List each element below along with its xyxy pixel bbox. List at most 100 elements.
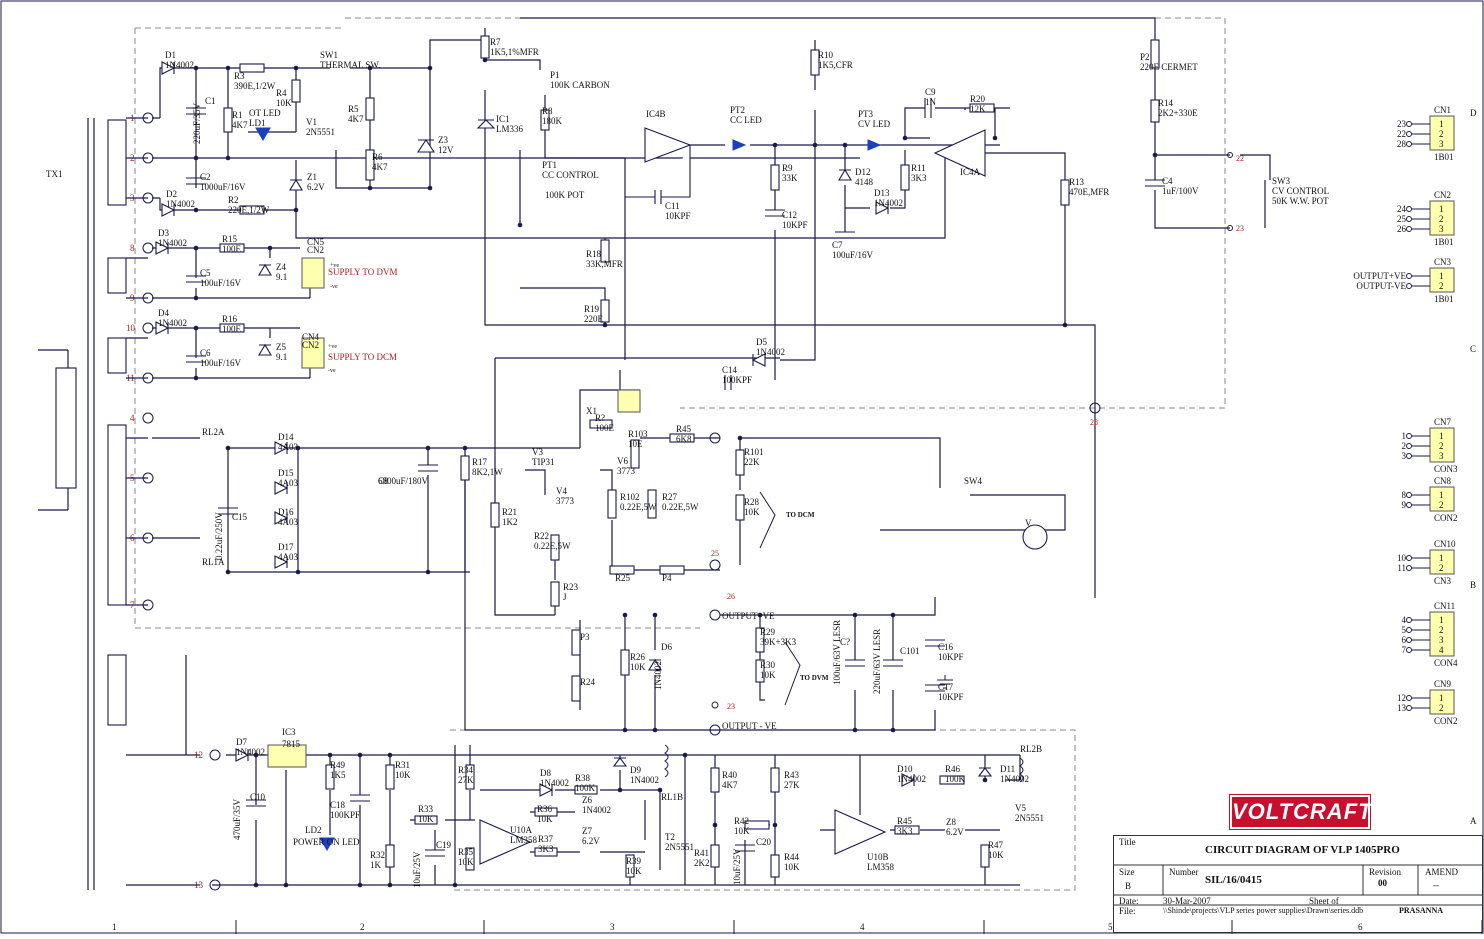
connector-pin-label: 26 bbox=[1397, 224, 1407, 234]
tap-terminal bbox=[142, 242, 154, 254]
label-cn4-value: CN2 bbox=[302, 340, 319, 350]
connector-pin-label: 12 bbox=[1397, 693, 1406, 703]
label-r13-value: 470E,MFR bbox=[1069, 187, 1109, 197]
node-28-label: 28 bbox=[1090, 418, 1098, 427]
label-c17-value: 10KPF bbox=[938, 692, 964, 702]
connector-id: CN10 bbox=[1434, 539, 1456, 549]
label-r18-value: 33K,MFR bbox=[586, 259, 623, 269]
label-t2-value: 2N5551 bbox=[665, 842, 694, 852]
label-c16: C16 bbox=[938, 642, 954, 652]
connector-pin-label: 23 bbox=[1397, 119, 1407, 129]
label-c18: C18 bbox=[330, 800, 346, 810]
connector-pin-label: OUTPUT+VE bbox=[1353, 271, 1406, 281]
label-v3: V3 bbox=[532, 447, 543, 457]
label-v4: V4 bbox=[556, 486, 567, 496]
label-rl2a: RL2A bbox=[202, 427, 225, 437]
connector-pin-label: 28 bbox=[1397, 139, 1407, 149]
label-d14: D14 bbox=[278, 432, 294, 442]
connector-pin-label: 25 bbox=[1397, 214, 1407, 224]
label-ic1: IC1 bbox=[496, 114, 510, 124]
label-u10a-value: LM358 bbox=[510, 835, 538, 845]
row-marker-right: D bbox=[1470, 108, 1477, 118]
connector-pin-number: 3 bbox=[1439, 635, 1444, 645]
label-c16-value: 10KPF bbox=[938, 652, 964, 662]
label-z7: Z7 bbox=[582, 826, 592, 836]
label-d1: D1 bbox=[165, 50, 176, 60]
tap-terminal bbox=[142, 322, 154, 334]
connector-pin-label: OUTPUT-VE bbox=[1356, 281, 1406, 291]
label-d17: D17 bbox=[278, 542, 294, 552]
node-25-label: 25 bbox=[711, 549, 719, 558]
voltcraft-logo: VOLTCRAFT bbox=[1230, 795, 1372, 829]
label-z8: Z8 bbox=[946, 817, 956, 827]
label-c2: C2 bbox=[200, 172, 211, 182]
label-r102: R102 bbox=[620, 492, 640, 502]
label-r18: R18 bbox=[586, 249, 602, 259]
label-z8-value: 6.2V bbox=[946, 827, 964, 837]
label-c20: C20 bbox=[756, 837, 772, 847]
label-r8: R8 bbox=[542, 106, 553, 116]
size-value: B bbox=[1125, 881, 1132, 891]
tap-terminal bbox=[142, 412, 154, 424]
label-c1-value: 220uF/35V bbox=[192, 102, 202, 144]
label-d8-value: 1N4002 bbox=[540, 778, 569, 788]
label-d15-value: 4A03 bbox=[278, 478, 298, 488]
label-r29-value: 39K+3K3 bbox=[760, 637, 797, 647]
label-cn5: CN5 bbox=[307, 237, 325, 247]
date-value: 30-Mar-2007 bbox=[1163, 896, 1211, 906]
connector-pin-number: 1 bbox=[1439, 204, 1444, 214]
label-ot-led-value: LD1 bbox=[249, 118, 266, 128]
label-r10: R10 bbox=[818, 50, 834, 60]
connector-pin-number: 1 bbox=[1439, 271, 1444, 281]
amend-label: AMEND bbox=[1425, 867, 1458, 877]
label-r7: R7 bbox=[490, 37, 501, 47]
label-d14-value: 4A03 bbox=[278, 442, 298, 452]
label-r28-value: 10K bbox=[744, 507, 760, 517]
label-r23-value: J bbox=[563, 592, 567, 602]
label-v: V bbox=[1025, 518, 1032, 528]
plus-ve-label-1: +ve bbox=[330, 263, 339, 269]
connector-pin-number: 4 bbox=[1439, 645, 1444, 655]
label-r44-value: 10K bbox=[784, 862, 800, 872]
amend-value: -- bbox=[1433, 880, 1439, 890]
minus-ve-label-1: -ve bbox=[330, 284, 338, 290]
label-d9-value: 1N4002 bbox=[630, 775, 659, 785]
label-z4-value: 9.1 bbox=[276, 272, 287, 282]
connector-id: CN8 bbox=[1434, 476, 1452, 486]
column-marker-bottom: 5 bbox=[1108, 922, 1113, 932]
label-d16-value: 4A03 bbox=[278, 517, 298, 527]
label-c101: C101 bbox=[900, 646, 920, 656]
label-c4: C4 bbox=[1162, 176, 1173, 186]
label-ic3: IC3 bbox=[282, 727, 296, 737]
connector-part: CON2 bbox=[1434, 716, 1458, 726]
junction-dots bbox=[193, 37, 1158, 888]
label-r32: R32 bbox=[370, 850, 385, 860]
label-v5-value: 2N5551 bbox=[1015, 813, 1044, 823]
label-pt3-value: CV LED bbox=[858, 119, 891, 129]
label-d2: D2 bbox=[166, 189, 177, 199]
connector-part: CN3 bbox=[1434, 576, 1452, 586]
label-d15: D15 bbox=[278, 468, 294, 478]
label-c10-value: 470uF/35V bbox=[232, 798, 242, 840]
label-ic3-value: 7815 bbox=[282, 739, 301, 749]
label-r30-value: 10K bbox=[760, 670, 776, 680]
file-label: File: bbox=[1119, 906, 1136, 916]
label-c11: C11 bbox=[665, 201, 680, 211]
label-c7-value: 100uF/16V bbox=[832, 250, 874, 260]
label-d13: D13 bbox=[874, 188, 890, 198]
connector-pin-label: 6 bbox=[1402, 635, 1407, 645]
node-22-label: 22 bbox=[1236, 154, 1244, 163]
label-pt2: PT2 bbox=[730, 105, 745, 115]
label-r43-value: 27K bbox=[784, 780, 800, 790]
label-r2: R2 bbox=[228, 195, 239, 205]
output-pos-label: OUTPUT+VE bbox=[722, 611, 775, 621]
connector-part: CON2 bbox=[1434, 513, 1458, 523]
connector-id: CN1 bbox=[1434, 105, 1451, 115]
connector-pin-label: 1 bbox=[1402, 431, 1407, 441]
connector-pin-number: 2 bbox=[1439, 500, 1444, 510]
label-r35-value: 10K bbox=[458, 857, 474, 867]
